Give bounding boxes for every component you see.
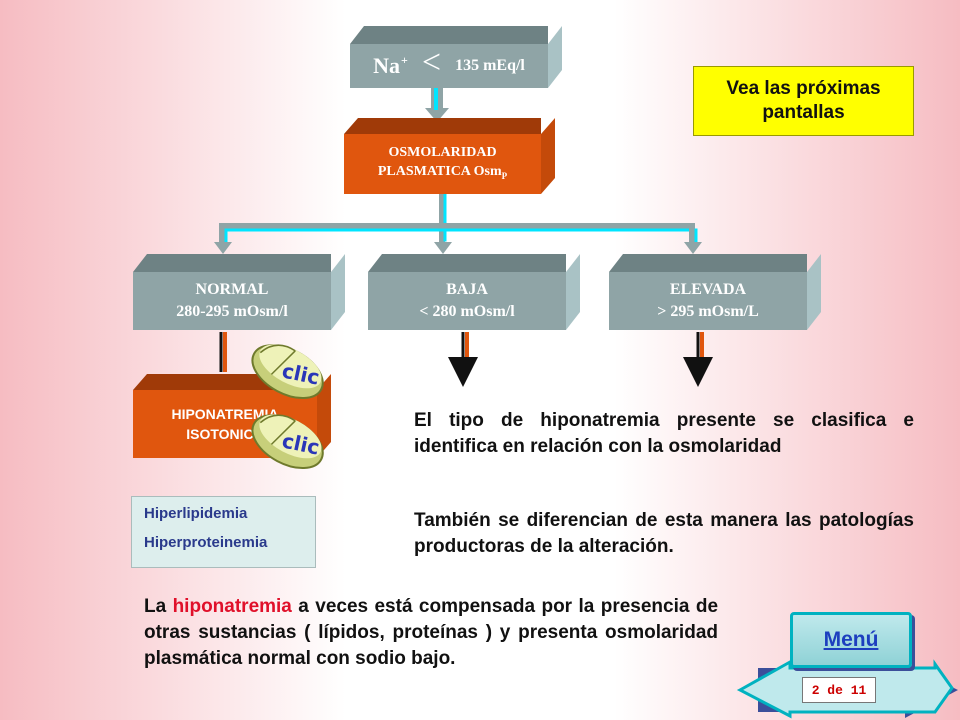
- arrow-na-to-osm: [425, 88, 449, 122]
- note-box: Vea las próximas pantallas: [693, 66, 914, 136]
- nav-next-arrow[interactable]: [880, 664, 956, 714]
- category-title: ELEVADA: [669, 281, 747, 298]
- cause-item: Hiperproteinemia: [144, 534, 268, 551]
- category-baja: BAJA < 280 mOsm/l: [368, 254, 566, 330]
- category-title: BAJA: [446, 281, 488, 298]
- sodium-threshold: 135 mEq/l: [455, 57, 525, 74]
- category-elevada: ELEVADA > 295 mOsm/L: [609, 254, 807, 330]
- less-than-sign: <: [421, 44, 442, 81]
- category-range: 280-295 mOsm/l: [176, 303, 288, 320]
- osmolaridad-line-2: PLASMATICA OsmP: [377, 163, 508, 181]
- menu-label: Menú: [823, 628, 879, 651]
- highlight-term: hiponatremia: [172, 596, 292, 617]
- category-range: > 295 mOsm/L: [657, 303, 759, 320]
- menu-button[interactable]: Menú: [790, 612, 912, 668]
- paragraph-classification: El tipo de hiponatremia presente se clas…: [414, 410, 914, 457]
- branch-connector: [214, 191, 702, 254]
- paragraph-pathologies: También se diferencian de esta manera la…: [414, 510, 914, 557]
- sodium-symbol: Na: [373, 53, 401, 78]
- clic-mouse-icon[interactable]: clic: [246, 404, 332, 474]
- page-indicator: 2 de 11: [802, 677, 876, 703]
- arrow-baja-down: [448, 332, 478, 387]
- note-line-1: Vea las próximas: [726, 78, 881, 99]
- category-normal: NORMAL 280-295 mOsm/l: [133, 254, 331, 330]
- arrow-normal-down: [219, 332, 227, 372]
- nav-prev-arrow[interactable]: [740, 664, 800, 714]
- arrow-elevada-down: [683, 332, 713, 387]
- category-title: NORMAL: [195, 281, 269, 298]
- category-range: < 280 mOsm/l: [419, 303, 515, 320]
- hipo-line-2: ISOTONICA: [186, 426, 264, 442]
- cause-item: Hiperlipidemia: [144, 505, 248, 522]
- note-line-2: pantallas: [762, 102, 845, 123]
- causes-list: Hiperlipidemia Hiperproteinemia: [131, 496, 316, 568]
- paragraph-compensation: La hiponatremia a veces está compensada …: [144, 596, 719, 669]
- osmolaridad-box: OSMOLARIDAD PLASMATICA OsmP: [344, 118, 541, 194]
- clic-mouse-icon[interactable]: clic: [246, 334, 332, 404]
- hipo-line-1: HIPONATREMIA: [171, 406, 279, 422]
- osmolaridad-line-1: OSMOLARIDAD: [388, 144, 497, 160]
- sodium-box: Na + < 135 mEq/l: [350, 26, 548, 88]
- sodium-charge: +: [401, 52, 408, 67]
